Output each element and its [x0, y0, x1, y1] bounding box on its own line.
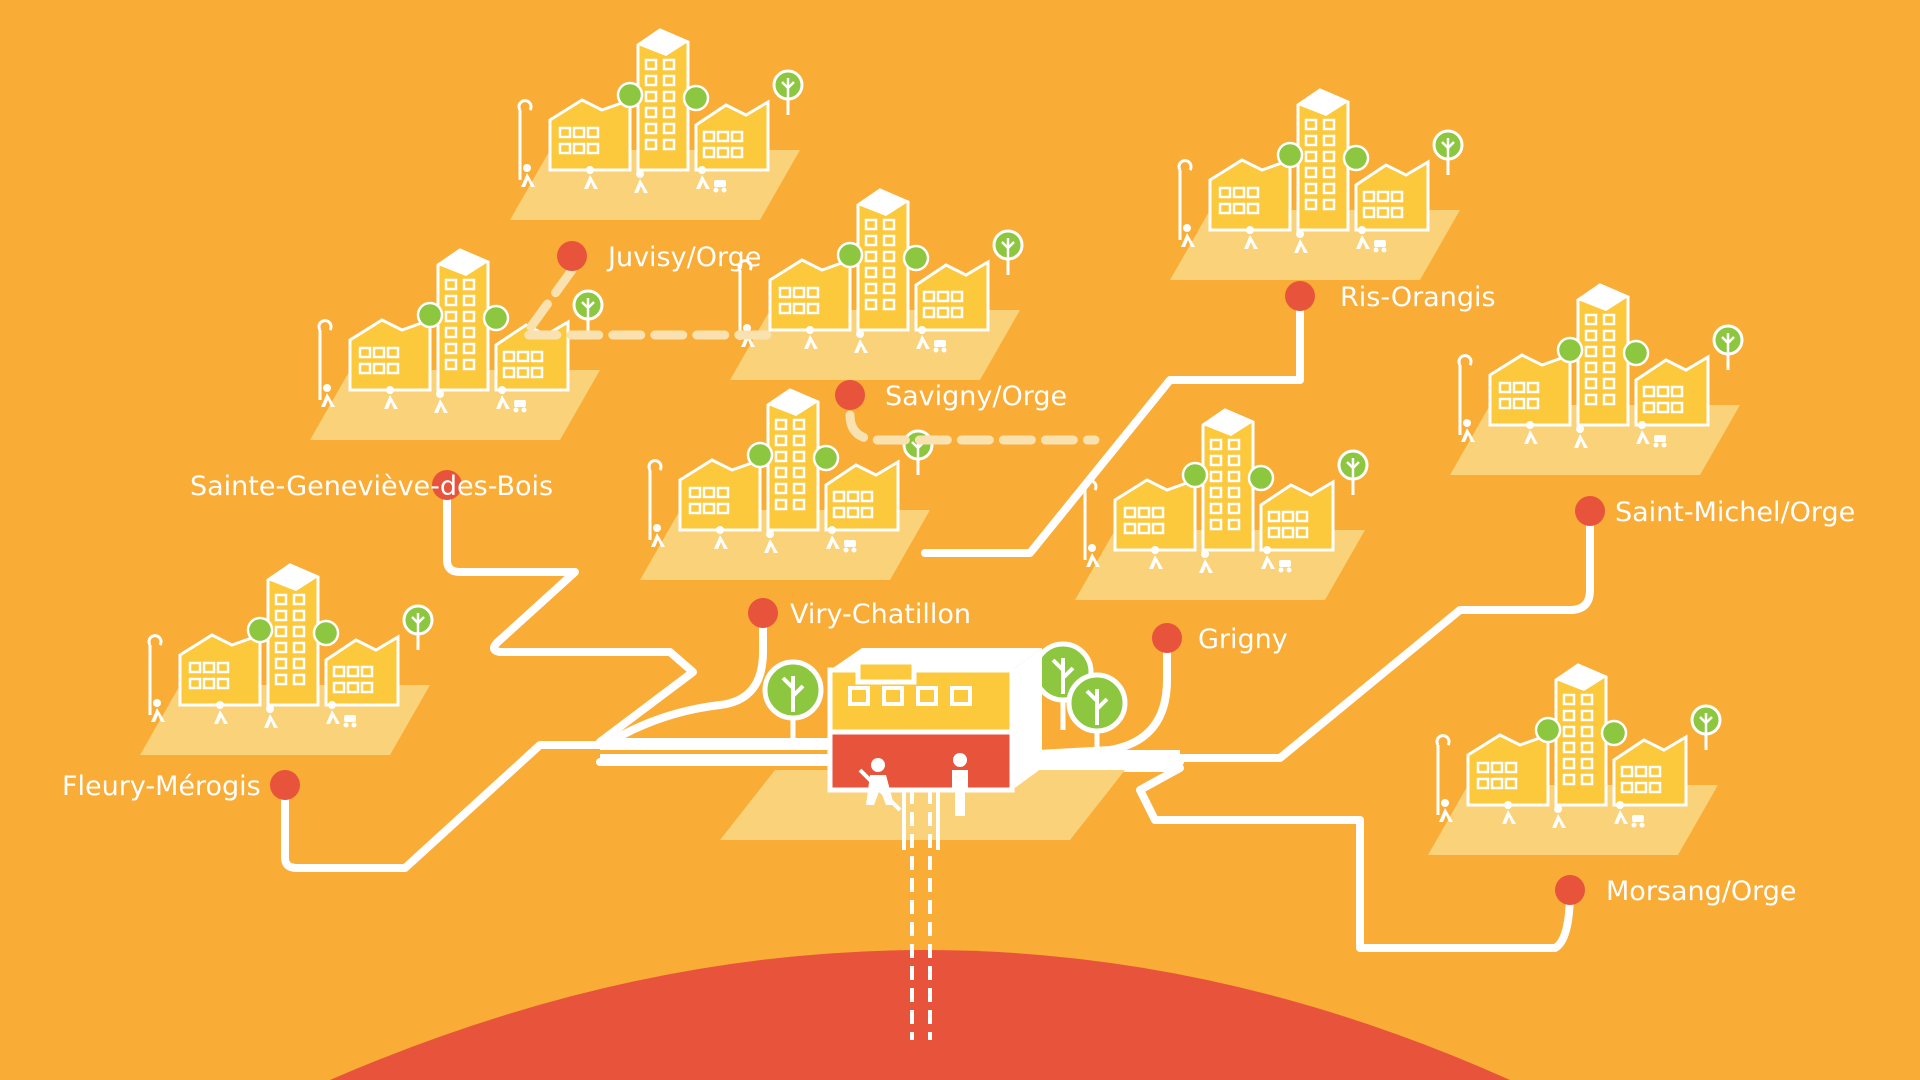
station-dot-fleury	[270, 770, 300, 800]
station-dot-juvisy	[557, 241, 587, 271]
label-viry: Viry-Chatillon	[790, 599, 971, 630]
tree-icon	[765, 662, 821, 748]
town-cluster-stmichel	[1448, 283, 1744, 477]
label-morsang: Morsang/Orge	[1606, 876, 1797, 907]
town-cluster-fleury	[138, 563, 434, 757]
town-cluster-morsang	[1426, 663, 1722, 857]
town-cluster-viry	[638, 388, 934, 582]
label-stmichel: Saint-Michel/Orge	[1615, 497, 1855, 528]
station-dots	[270, 241, 1605, 905]
station-dot-savigny	[835, 380, 865, 410]
geothermal-plant-icon	[720, 644, 1125, 1040]
label-fleury: Fleury-Mérogis	[62, 771, 261, 802]
town-labels: Juvisy/Orge Savigny/Orge Ris-Orangis Sai…	[62, 242, 1855, 907]
station-dot-morsang	[1555, 875, 1585, 905]
station-dot-ris	[1285, 281, 1315, 311]
label-ris: Ris-Orangis	[1340, 282, 1496, 313]
geothermal-well-pipes	[902, 790, 940, 1040]
label-juvisy: Juvisy/Orge	[606, 242, 761, 273]
planned-link-lines	[516, 265, 1100, 445]
town-cluster-savigny	[728, 188, 1024, 382]
earth-shape	[330, 950, 1510, 1080]
label-sgdb: Sainte-Geneviève-des-Bois	[190, 471, 553, 502]
station-dot-grigny	[1152, 623, 1182, 653]
station-dot-stmichel	[1575, 496, 1605, 526]
label-grigny: Grigny	[1198, 624, 1288, 655]
station-dot-viry	[748, 598, 778, 628]
town-cluster-ris	[1168, 88, 1464, 282]
town-cluster-juvisy	[508, 28, 804, 222]
town-cluster-sgdb	[308, 248, 604, 442]
station-dot-sgdb	[432, 470, 462, 500]
label-savigny: Savigny/Orge	[885, 381, 1067, 412]
